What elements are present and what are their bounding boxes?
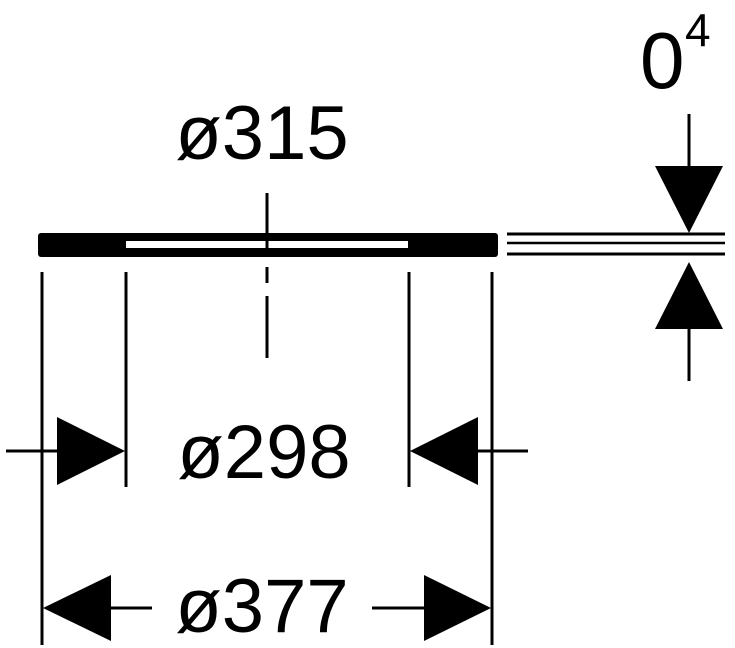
thickness-arrow-down: [655, 166, 723, 233]
inner-diameter-dimension: ø298: [6, 410, 528, 495]
extension-lines: [40, 272, 494, 645]
outer-diameter-label: ø377: [175, 564, 348, 648]
inner-diameter-arrow-left: [57, 417, 125, 485]
outer-diameter-arrow-right: [424, 575, 491, 641]
inner-diameter-arrow-right: [410, 417, 478, 485]
thickness-label-superscript: 4: [685, 4, 711, 56]
thickness-arrow-up: [655, 262, 723, 329]
inner-gap-diameter-label: ø315: [175, 91, 348, 176]
inner-diameter-label: ø298: [177, 410, 350, 495]
outer-diameter-dimension: ø377: [43, 564, 491, 648]
outer-diameter-arrow-left: [43, 575, 111, 641]
thickness-label-base: 0: [640, 16, 685, 105]
thickness-dimension: 0 4: [507, 4, 725, 381]
